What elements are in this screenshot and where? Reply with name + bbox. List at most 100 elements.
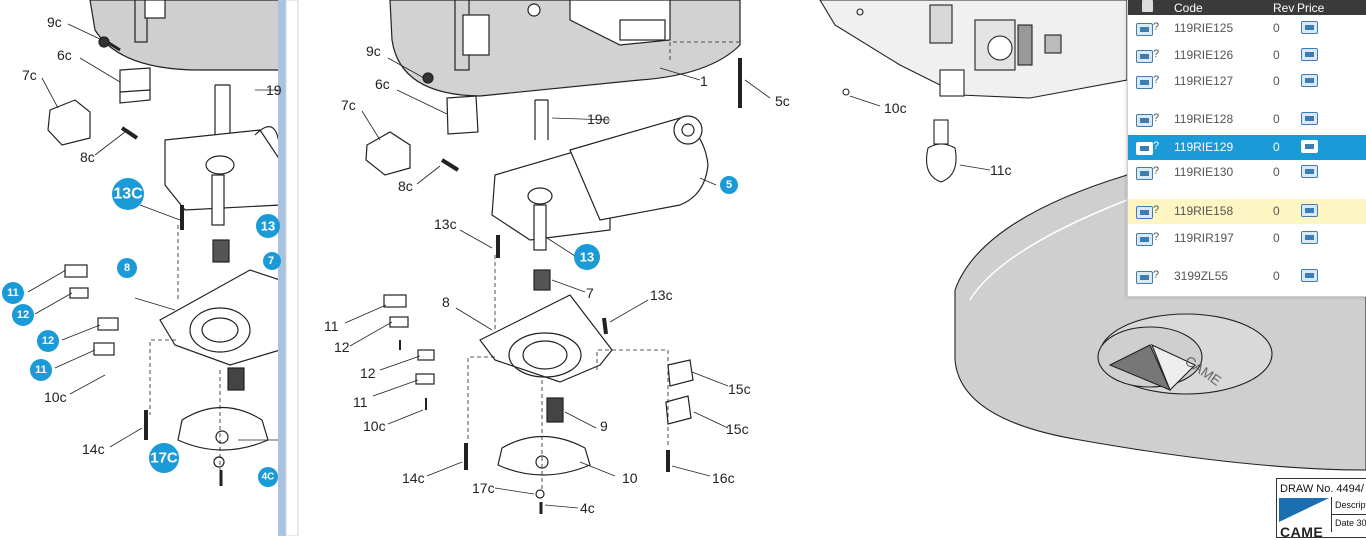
cart-icon[interactable] (1136, 271, 1153, 284)
header-icon (1142, 0, 1153, 12)
row-rev: 0 (1273, 74, 1280, 88)
part-label: 11 (353, 394, 368, 410)
center-badges: 5 13 (574, 176, 738, 270)
part-label: 10c (44, 389, 67, 405)
part-badge: 11 (30, 359, 52, 381)
table-row-selected[interactable]: ? 119RIE129 0 (1128, 135, 1366, 160)
cart-icon[interactable] (1136, 114, 1153, 127)
svg-text:12: 12 (42, 335, 54, 347)
part-label: 6c (375, 76, 390, 92)
availability-mark: ? (1153, 204, 1160, 216)
left-panel-drawing (27, 0, 281, 486)
part-label: 19 (266, 82, 282, 98)
row-code: 119RIE127 (1174, 74, 1234, 88)
price-icon[interactable] (1301, 21, 1318, 34)
availability-mark: ? (1153, 231, 1160, 243)
svg-text:7: 7 (268, 255, 274, 267)
part-badge: 5 (720, 176, 738, 194)
header-rev: Rev (1273, 1, 1295, 15)
price-icon[interactable] (1301, 204, 1318, 217)
cart-icon[interactable] (1136, 23, 1153, 36)
row-code: 119RIE125 (1174, 21, 1234, 35)
left-labels: 9c 6c 7c 8c 19 14c 10c (22, 14, 282, 457)
price-icon[interactable] (1301, 48, 1318, 61)
panel-divider-border (285, 0, 299, 536)
part-badge: 13 (574, 244, 600, 270)
part-label: 7c (22, 67, 37, 83)
row-code: 3199ZL55 (1174, 269, 1229, 283)
part-label: 4c (580, 500, 595, 516)
row-rev: 0 (1273, 140, 1280, 154)
part-badge: 4C (258, 467, 278, 487)
table-header: Code Rev Price (1128, 0, 1366, 15)
price-icon[interactable] (1301, 231, 1318, 244)
part-label: 8c (398, 178, 413, 194)
part-label: 8c (80, 149, 95, 165)
cart-icon[interactable] (1136, 142, 1153, 155)
part-badge: 17C (149, 443, 179, 473)
price-icon[interactable] (1301, 140, 1318, 153)
price-icon[interactable] (1301, 165, 1318, 178)
svg-text:8: 8 (124, 262, 130, 274)
part-label: 1 (700, 73, 708, 89)
part-label: 10 (622, 470, 638, 486)
row-code: 119RIE128 (1174, 112, 1234, 126)
price-icon[interactable] (1301, 74, 1318, 87)
part-label: 13c (434, 216, 457, 232)
cart-icon[interactable] (1136, 50, 1153, 63)
cart-icon[interactable] (1136, 167, 1153, 180)
table-row[interactable]: ? 119RIE128 0 (1128, 107, 1366, 132)
row-rev: 0 (1273, 48, 1280, 62)
svg-text:5: 5 (726, 179, 732, 191)
availability-mark: ? (1153, 140, 1160, 152)
center-labels: 9c 6c 7c 8c 19c 1 5c 13c 7 8 13c 11 12 1… (324, 43, 790, 516)
table-row[interactable]: ? 119RIE130 0 (1128, 160, 1366, 185)
price-icon[interactable] (1301, 269, 1318, 282)
center-panel-drawing (344, 0, 771, 514)
row-rev: 0 (1273, 269, 1280, 283)
cart-icon[interactable] (1136, 206, 1153, 219)
svg-text:4C: 4C (262, 472, 275, 483)
logo-mark-icon (1279, 498, 1329, 522)
part-badge: 12 (12, 304, 34, 326)
header-code: Code (1174, 1, 1203, 15)
part-badge: 13 (256, 214, 280, 238)
came-logo: CAME (1278, 497, 1330, 540)
part-badge: 13C (112, 178, 144, 210)
left-badges: 13C 13 7 8 11 12 12 11 17C 4C (2, 178, 281, 487)
part-label: 7c (341, 97, 356, 113)
row-code: 119RIE126 (1174, 48, 1234, 62)
part-label: 11 (324, 318, 339, 334)
table-row-highlighted[interactable]: ? 119RIE158 0 (1128, 199, 1366, 224)
row-rev: 0 (1273, 231, 1280, 245)
svg-text:13: 13 (580, 250, 594, 265)
table-row[interactable]: ? 119RIE125 0 (1128, 16, 1366, 41)
part-label: 11c (990, 162, 1012, 178)
cart-icon[interactable] (1136, 233, 1153, 246)
svg-text:13C: 13C (113, 186, 143, 203)
part-label: 6c (57, 47, 72, 63)
part-label: 7 (586, 285, 594, 301)
part-badge: 7 (263, 252, 281, 270)
table-row[interactable]: ? 119RIE126 0 (1128, 43, 1366, 68)
table-row[interactable]: ? 3199ZL55 0 (1128, 264, 1366, 289)
price-icon[interactable] (1301, 112, 1318, 125)
availability-mark: ? (1153, 74, 1160, 86)
panel-divider[interactable] (278, 0, 286, 536)
part-label: 10c (884, 100, 907, 116)
parts-table: Code Rev Price ? 119RIE125 0 ? 119RIE126… (1127, 0, 1366, 297)
table-row[interactable]: ? 119RIR197 0 (1128, 226, 1366, 251)
svg-text:12: 12 (17, 309, 29, 321)
part-badge: 8 (117, 258, 137, 278)
part-label: 17c (472, 480, 495, 496)
part-badge: 12 (37, 330, 59, 352)
part-label: 9c (47, 14, 62, 30)
svg-text:17C: 17C (150, 450, 178, 467)
part-badge: 11 (2, 282, 24, 304)
cart-icon[interactable] (1136, 76, 1153, 89)
svg-text:11: 11 (7, 287, 19, 299)
row-rev: 0 (1273, 165, 1280, 179)
row-code: 119RIE158 (1174, 204, 1234, 218)
table-row[interactable]: ? 119RIE127 0 (1128, 69, 1366, 94)
part-label: 16c (712, 470, 735, 486)
